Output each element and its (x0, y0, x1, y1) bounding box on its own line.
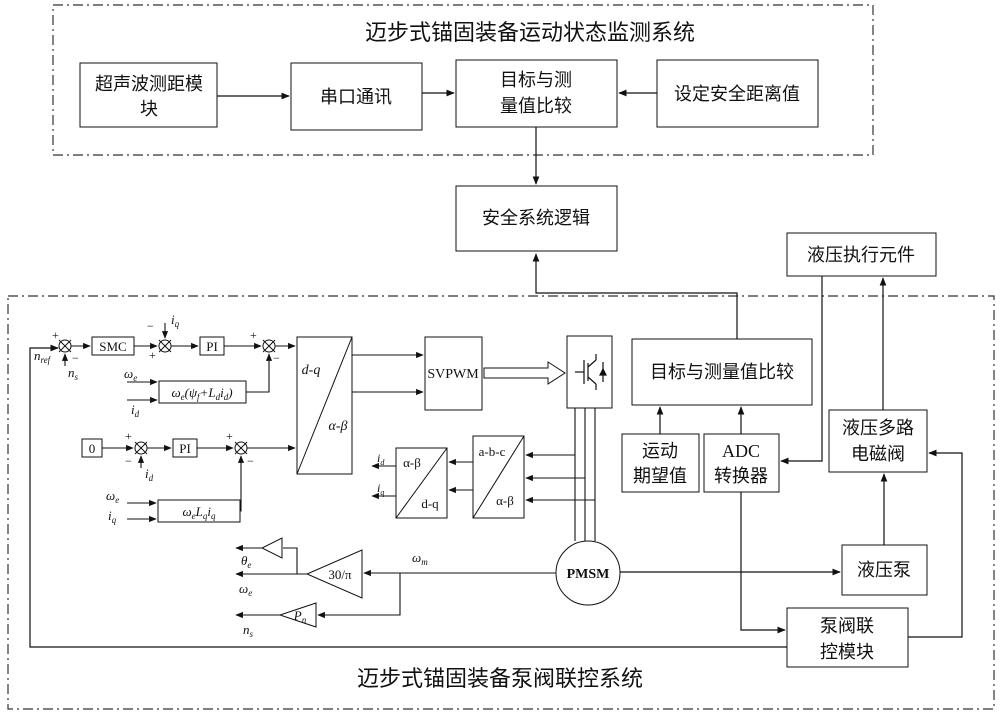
set-distance-label: 设定安全距离值 (674, 84, 800, 105)
safety-logic-box (455, 185, 618, 252)
signal-iq-top: iq (171, 312, 180, 329)
signal-ns-top: ns (68, 365, 79, 382)
gain-label: 30/π (328, 567, 352, 582)
svg-text:+: + (52, 328, 59, 342)
signal-we-1: ωe (124, 366, 137, 383)
svg-text:−: − (273, 351, 280, 365)
svpwm-output-arrow (483, 361, 566, 385)
wd-decouple-label: ωeLqiq (182, 504, 216, 521)
sum-signs: + − − + + − + − + − (52, 319, 280, 468)
pump-label: 液压泵 (857, 560, 911, 581)
compare-top-label-1: 目标与测 (500, 70, 572, 91)
motion-expected-label-1: 运动 (642, 441, 678, 462)
pump-valve-title: 迈步式锚固装备泵阀联控系统 (357, 667, 643, 692)
signal-nref: nref (34, 348, 52, 365)
pi-2-label: PI (179, 441, 191, 456)
gain-30pi (305, 549, 363, 599)
svg-text:+: + (226, 429, 233, 443)
dq-label: d-q (302, 363, 321, 378)
svg-text:−: − (147, 319, 154, 333)
signal-iq-park: iq (377, 481, 384, 497)
hydraulic-actuator-box (786, 232, 937, 277)
coctrl-label-1: 泵阀联 (820, 616, 874, 637)
serial-label: 串口通讯 (320, 87, 392, 108)
svg-text:+: + (125, 429, 132, 443)
dq2-label: d-q (421, 496, 439, 511)
signal-id-2: id (145, 466, 154, 483)
control-wires (61, 323, 596, 619)
adc-box (703, 433, 780, 493)
motion-expected-box (621, 433, 700, 493)
transform-diagonals (58, 336, 525, 519)
abc-label: a-b-c (479, 444, 506, 459)
valve-label-2: 电磁阀 (851, 444, 905, 465)
ultrasonic-box (79, 62, 218, 128)
igbt-icon (575, 354, 607, 390)
right-side-connections (29, 253, 963, 648)
block-labels: SMC PI PI 0 d-q α-β SVPWM a-b-c α-β α-β … (89, 339, 610, 625)
control-blocks (58, 335, 621, 628)
pn-label: Pn (293, 608, 307, 625)
signal-labels: nref ns iq ωe id id ωe iq id iq ωm θe ωe… (34, 312, 428, 639)
coctrl-label-2: 控模块 (820, 642, 874, 663)
ultrasonic-label-1: 超声波测距模 (95, 74, 203, 95)
coctrl-box (786, 607, 909, 668)
signal-we-2: ωe (106, 488, 119, 505)
signal-we-out: ωe (239, 581, 252, 598)
svg-text:−: − (247, 454, 254, 468)
serial-box (290, 62, 423, 131)
signal-iq-2: iq (108, 508, 117, 525)
signal-ns-out: ns (243, 622, 254, 639)
signal-theta: θe (241, 553, 251, 570)
compare-box-top (455, 59, 618, 128)
valve-label-1: 液压多路 (842, 418, 914, 439)
svpwm-box (424, 336, 483, 411)
pi-1-label: PI (206, 339, 218, 354)
pmsm-label: PMSM (567, 567, 610, 582)
svg-text:−: − (72, 351, 79, 365)
svg-text:+: + (149, 348, 156, 362)
compare-top-label-2: 量值比较 (500, 96, 572, 117)
smc-label: SMC (99, 339, 126, 354)
pn-triangle (278, 602, 317, 628)
hydraulic-actuator-label: 液压执行元件 (807, 245, 915, 266)
signal-id-1: id (131, 402, 140, 419)
ab3-label: α-β (403, 455, 421, 470)
ab-label: α-β (329, 419, 348, 434)
svg-text:+: + (250, 328, 257, 342)
motion-expected-label-2: 期望值 (633, 466, 687, 487)
monitor-system-frame (52, 4, 874, 156)
signal-wm: ωm (412, 550, 428, 567)
compare-bottom-label: 目标与测量值比较 (650, 362, 794, 383)
signal-id-park: id (377, 451, 385, 467)
compare-box-bottom (631, 338, 813, 406)
safety-logic-label: 安全系统逻辑 (482, 208, 590, 229)
integrator-triangle (260, 537, 283, 559)
monitor-title: 迈步式锚固装备运动状态监测系统 (365, 21, 695, 46)
wq-decouple-label: ωe(ψf+Ldid) (171, 385, 232, 402)
ab2-label: α-β (496, 493, 514, 508)
svg-text:−: − (125, 454, 132, 468)
monitor-connections (217, 89, 657, 185)
valve-box (828, 409, 928, 473)
zero-label: 0 (89, 441, 96, 456)
svpwm-label: SVPWM (427, 367, 479, 382)
pump-box (841, 544, 928, 596)
adc-label-1: ADC (722, 441, 760, 461)
ultrasonic-label-2: 块 (140, 99, 158, 120)
adc-label-2: 转换器 (714, 466, 768, 487)
inverter-box (566, 335, 613, 409)
